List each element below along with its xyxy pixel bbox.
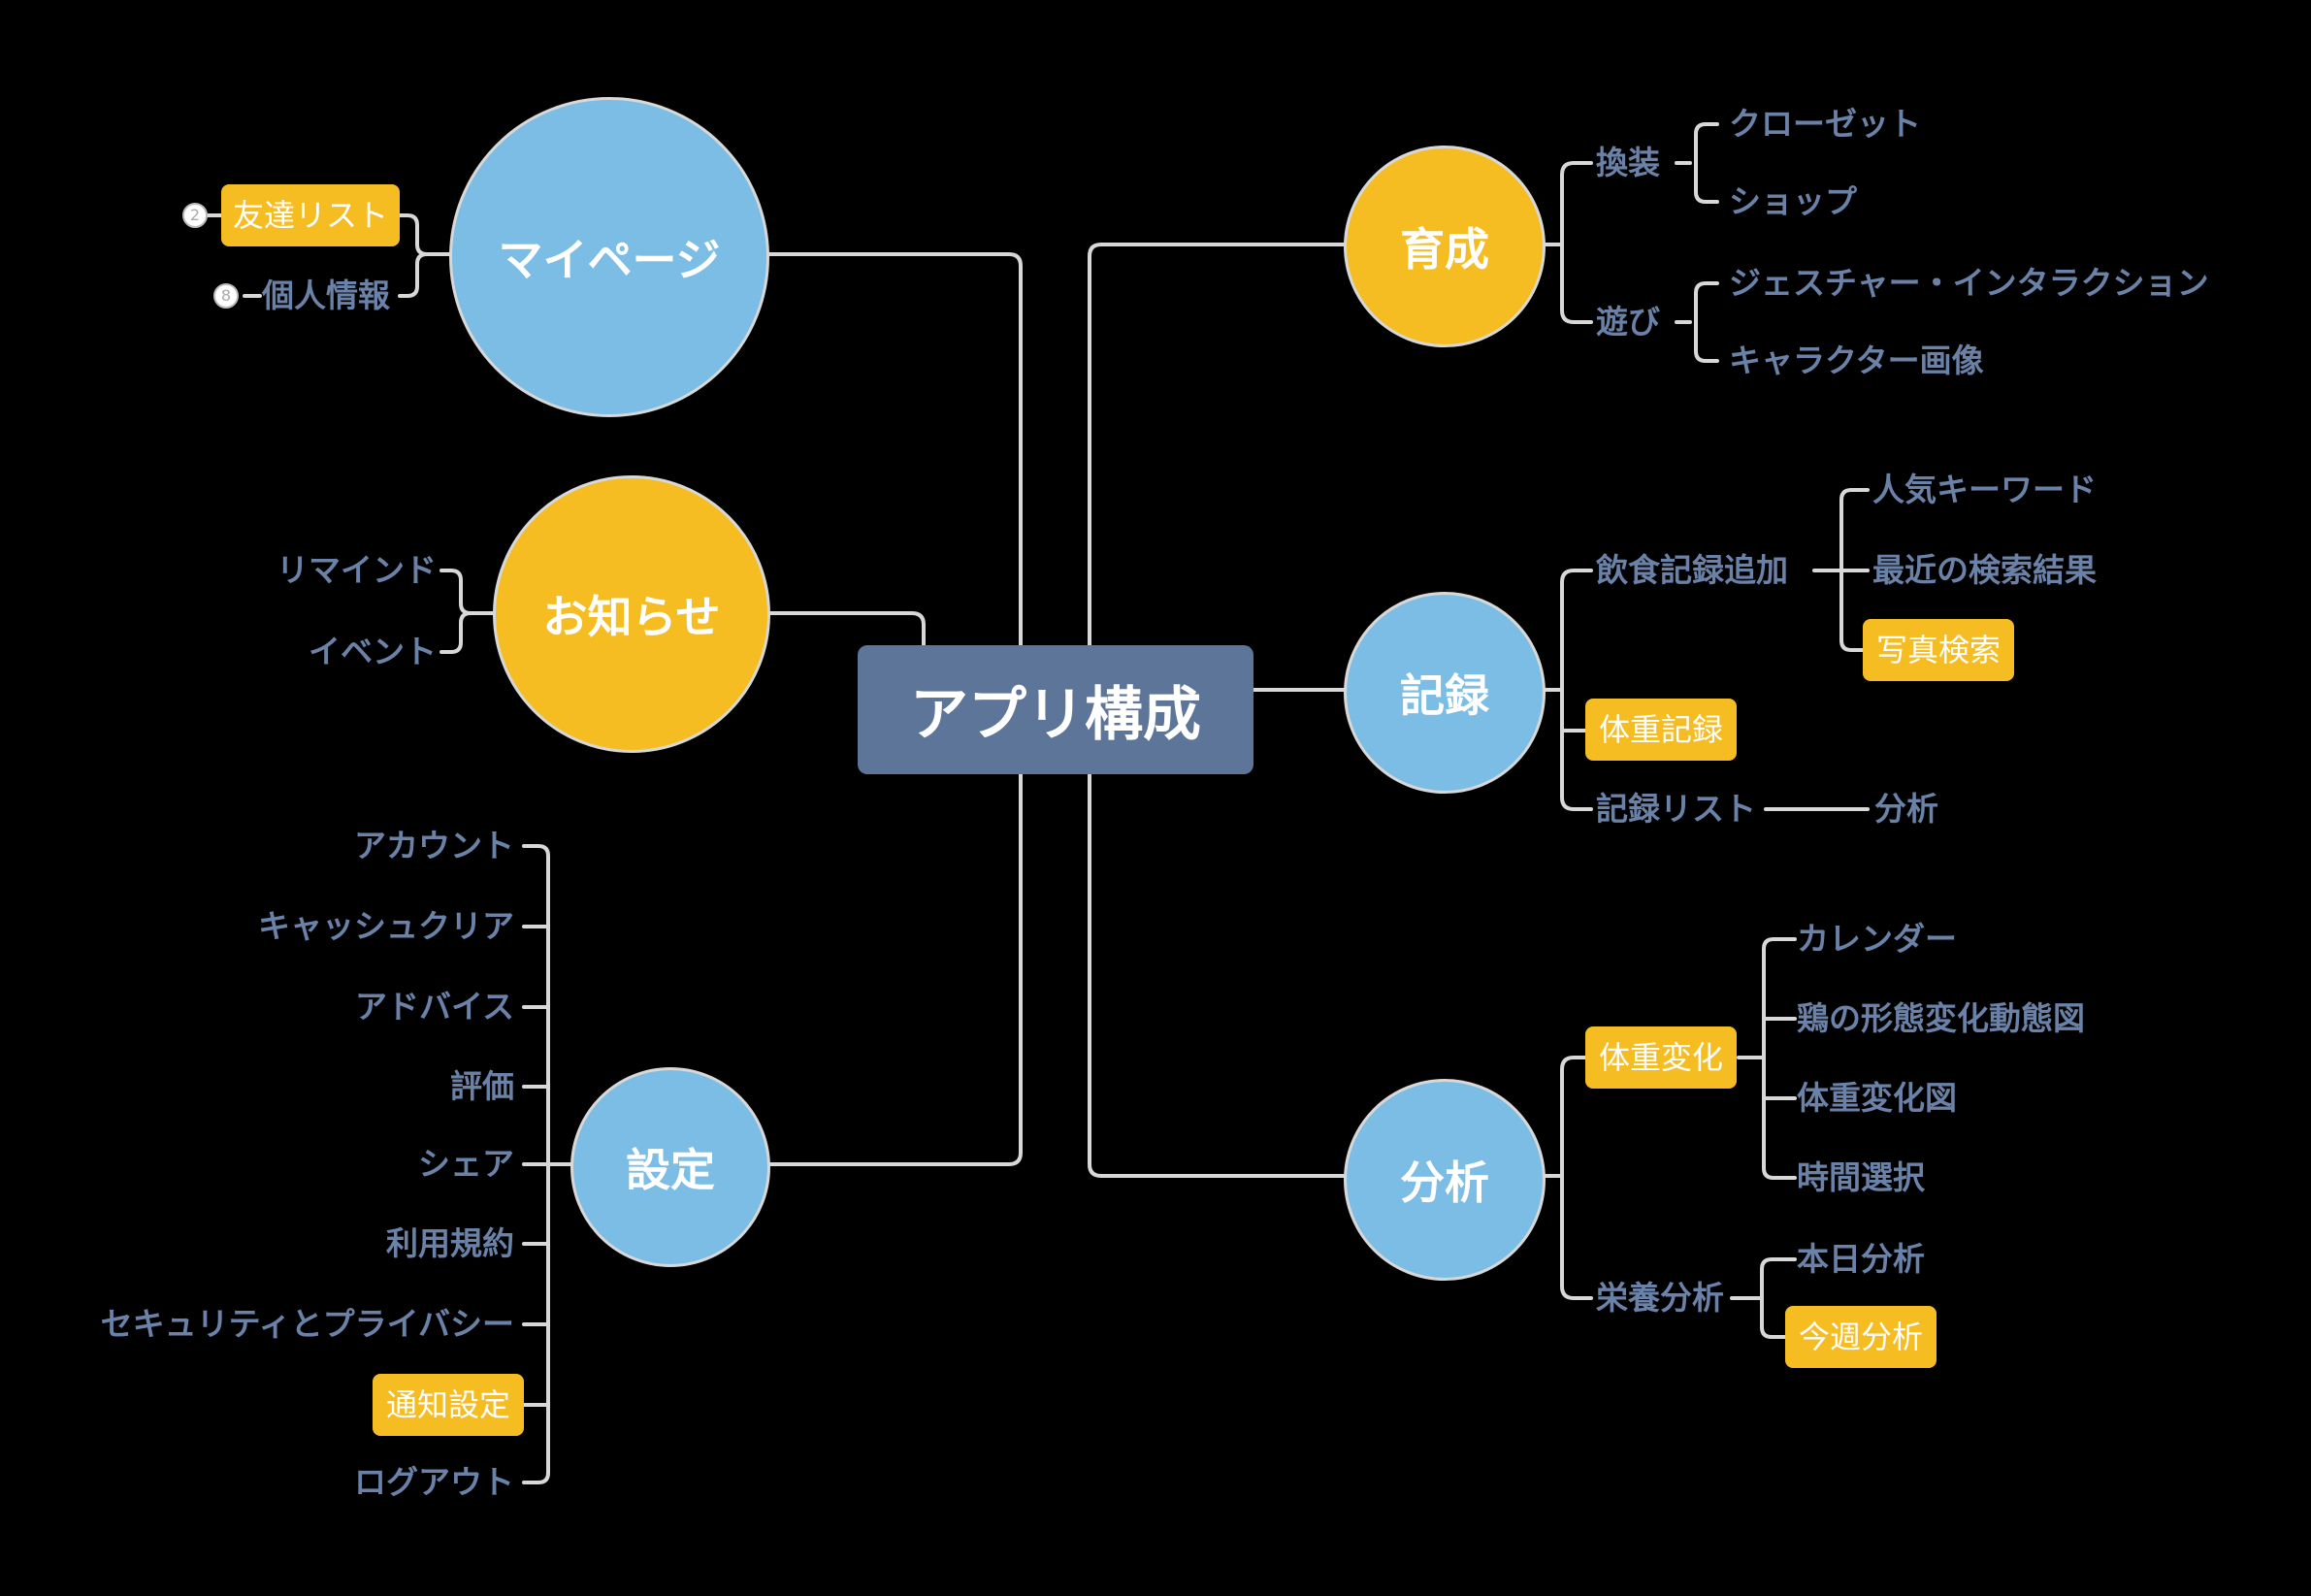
node-calendar[interactable]: カレンダー (1797, 920, 1957, 958)
node-advice[interactable]: アドバイス (354, 988, 514, 1026)
node-account[interactable]: アカウント (354, 827, 514, 864)
node-shop[interactable]: ショップ (1729, 182, 1857, 220)
node-personal-info[interactable]: 個人情報 (262, 277, 390, 314)
branch-record[interactable]: 記録 (1344, 592, 1546, 794)
node-rating[interactable]: 評価 (450, 1067, 514, 1105)
node-weight-record[interactable]: 体重記録 (1585, 699, 1737, 761)
friend-list-count-marker: 2 (182, 203, 208, 228)
node-chicken-morph-chart[interactable]: 鶏の形態変化動態図 (1797, 999, 2085, 1037)
node-weight-change-chart[interactable]: 体重変化図 (1797, 1079, 1957, 1117)
node-popular-keywords[interactable]: 人気キーワード (1872, 471, 2097, 508)
node-security-privacy[interactable]: セキュリティとプライバシー (100, 1305, 514, 1343)
node-closet[interactable]: クローゼット (1729, 105, 1921, 143)
node-friend-list[interactable]: 友達リスト (221, 184, 400, 246)
node-play[interactable]: 遊び (1596, 303, 1660, 341)
node-weight-change[interactable]: 体重変化 (1585, 1026, 1737, 1089)
node-cache-clear[interactable]: キャッシュクリア (258, 907, 514, 945)
branch-mypage[interactable]: マイページ (449, 97, 769, 417)
node-record-list[interactable]: 記録リスト (1596, 790, 1756, 828)
node-week-analysis[interactable]: 今週分析 (1785, 1306, 1937, 1368)
node-nutrition-analysis[interactable]: 栄養分析 (1596, 1279, 1724, 1317)
personal-info-count-marker: 8 (213, 283, 239, 309)
branch-notice[interactable]: お知らせ (493, 475, 770, 753)
branch-training[interactable]: 育成 (1344, 146, 1546, 347)
node-event[interactable]: イベント (309, 633, 437, 670)
node-logout[interactable]: ログアウト (354, 1463, 514, 1501)
node-character-image[interactable]: キャラクター画像 (1729, 342, 1984, 379)
branch-analysis[interactable]: 分析 (1344, 1079, 1546, 1281)
node-photo-search[interactable]: 写真検索 (1863, 619, 2014, 681)
node-dressup[interactable]: 換装 (1596, 144, 1660, 181)
node-food-record[interactable]: 飲食記録追加 (1596, 551, 1788, 589)
node-share[interactable]: シェア (418, 1145, 514, 1183)
node-today-analysis[interactable]: 本日分析 (1797, 1240, 1925, 1278)
node-remind[interactable]: リマインド (277, 551, 437, 589)
node-terms[interactable]: 利用規約 (386, 1224, 514, 1262)
node-gesture-interaction[interactable]: ジェスチャー・インタラクション (1729, 264, 2209, 302)
branch-settings[interactable]: 設定 (570, 1067, 770, 1267)
node-time-select[interactable]: 時間選択 (1797, 1158, 1925, 1196)
node-record-analysis[interactable]: 分析 (1874, 790, 1938, 828)
node-recent-results[interactable]: 最近の検索結果 (1872, 551, 2097, 589)
central-topic[interactable]: アプリ構成 (858, 645, 1253, 774)
node-notification-settings[interactable]: 通知設定 (373, 1374, 524, 1436)
